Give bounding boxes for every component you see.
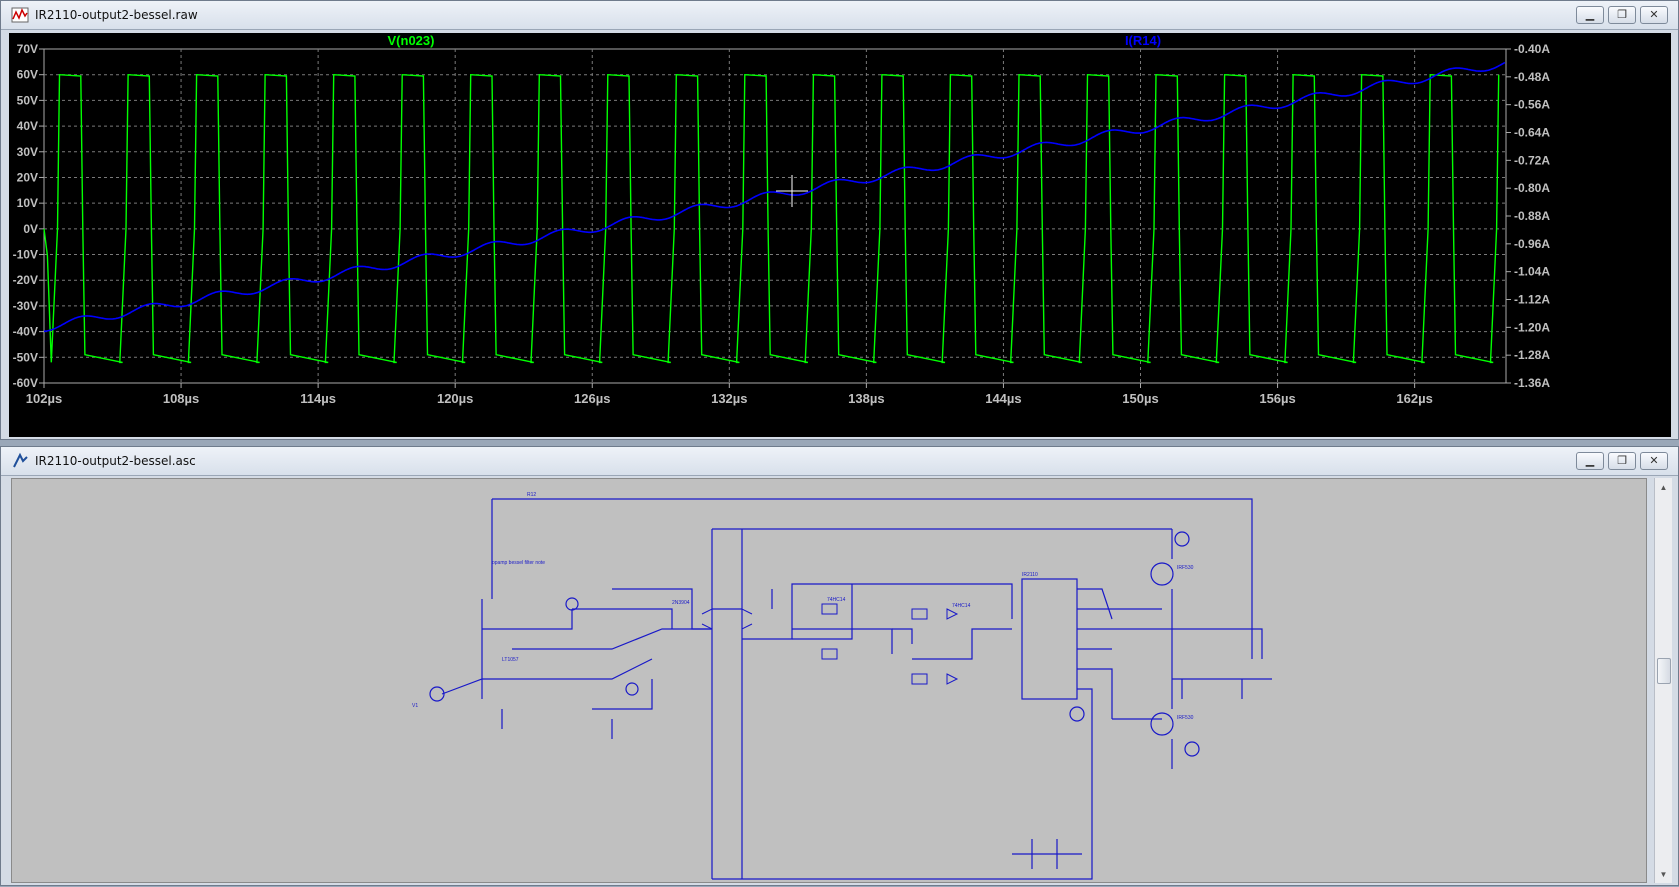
window-title: IR2110-output2-bessel.asc bbox=[35, 454, 196, 468]
x-tick-label: 120µs bbox=[437, 391, 473, 406]
current-trace-i-r14 bbox=[43, 61, 1506, 333]
y-left-tick-label: 0V bbox=[23, 222, 38, 236]
svg-text:LT1057: LT1057 bbox=[502, 657, 519, 663]
x-tick-label: 132µs bbox=[711, 391, 747, 406]
y-right-tick-label: -0.96A bbox=[1514, 237, 1550, 251]
y-left-tick-label: -30V bbox=[13, 299, 38, 313]
y-right-tick-label: -0.56A bbox=[1514, 98, 1550, 112]
y-left-tick-label: 70V bbox=[17, 42, 38, 56]
y-right-tick-label: -0.80A bbox=[1514, 181, 1550, 195]
schematic-window[interactable]: IR2110-output2-bessel.asc ▁ ❐ ✕ bbox=[0, 446, 1679, 886]
schematic-components bbox=[701, 603, 959, 685]
y-right-tick-label: -1.28A bbox=[1514, 348, 1550, 362]
y-left-tick-label: 40V bbox=[17, 119, 38, 133]
scrollbar-thumb[interactable] bbox=[1657, 658, 1671, 684]
x-tick-label: 138µs bbox=[848, 391, 884, 406]
x-tick-label: 114µs bbox=[300, 391, 336, 406]
svg-text:IR2110: IR2110 bbox=[1022, 572, 1038, 578]
svg-text:R12: R12 bbox=[527, 492, 536, 498]
svg-text:IRF530: IRF530 bbox=[1177, 715, 1194, 721]
y-right-tick-label: -1.36A bbox=[1514, 376, 1550, 390]
y-right-tick-label: -0.88A bbox=[1514, 209, 1550, 223]
x-tick-label: 144µs bbox=[985, 391, 1021, 406]
y-right-tick-label: -0.72A bbox=[1514, 153, 1550, 167]
y-left-tick-label: -10V bbox=[13, 248, 38, 262]
y-right-tick-label: -1.20A bbox=[1514, 320, 1550, 334]
y-left-tick-label: 30V bbox=[17, 145, 38, 159]
vertical-scrollbar[interactable]: ▲ ▼ bbox=[1654, 478, 1672, 883]
y-right-tick-label: -1.04A bbox=[1514, 265, 1550, 279]
schematic-wires bbox=[429, 498, 1272, 880]
maximize-button[interactable]: ❐ bbox=[1608, 6, 1636, 24]
svg-text:opamp bessel filter note: opamp bessel filter note bbox=[492, 560, 545, 566]
svg-text:74HC14: 74HC14 bbox=[952, 603, 971, 609]
svg-text:2N3904: 2N3904 bbox=[672, 600, 690, 606]
y-left-tick-label: -20V bbox=[13, 273, 38, 287]
trace-label-current: I(R14) bbox=[1125, 33, 1161, 48]
trace-label-voltage: V(n023) bbox=[388, 33, 435, 48]
maximize-button[interactable]: ❐ bbox=[1608, 452, 1636, 470]
svg-text:V1: V1 bbox=[412, 703, 418, 709]
x-tick-label: 102µs bbox=[26, 391, 62, 406]
window-title: IR2110-output2-bessel.raw bbox=[35, 8, 198, 22]
scroll-down-icon[interactable]: ▼ bbox=[1659, 869, 1668, 879]
x-tick-label: 156µs bbox=[1259, 391, 1295, 406]
x-tick-label: 162µs bbox=[1396, 391, 1432, 406]
minimize-button[interactable]: ▁ bbox=[1576, 6, 1604, 24]
voltage-trace-v-n023 bbox=[43, 73, 1500, 364]
minimize-button[interactable]: ▁ bbox=[1576, 452, 1604, 470]
schematic-drawing[interactable]: R12 opamp bessel filter note 2N3904 IR21… bbox=[12, 479, 1646, 882]
y-left-tick-label: -50V bbox=[13, 350, 38, 364]
waveform-icon bbox=[11, 7, 29, 23]
close-button[interactable]: ✕ bbox=[1640, 6, 1668, 24]
svg-text:74HC14: 74HC14 bbox=[827, 597, 846, 603]
waveform-chart[interactable]: 102µs 108µs 114µs 120µs 126µs 132µs 138µs 144µs… bbox=[9, 33, 1671, 437]
y-left-tick-label: -60V bbox=[13, 376, 38, 390]
y-left-tick-label: 10V bbox=[17, 196, 38, 210]
schematic-window-titlebar[interactable]: IR2110-output2-bessel.asc ▁ ❐ ✕ bbox=[1, 447, 1678, 476]
y-left-tick-label: 20V bbox=[17, 170, 38, 184]
waveform-window[interactable]: IR2110-output2-bessel.raw ▁ ❐ ✕ 102µs 108… bbox=[0, 0, 1679, 440]
svg-text:IRF530: IRF530 bbox=[1177, 565, 1194, 571]
x-tick-label: 108µs bbox=[163, 391, 199, 406]
y-left-tick-label: 50V bbox=[17, 93, 38, 107]
x-tick-label: 150µs bbox=[1122, 391, 1158, 406]
y-left-tick-label: -40V bbox=[13, 325, 38, 339]
y-right-tick-label: -0.64A bbox=[1514, 126, 1550, 140]
y-right-tick-label: -1.12A bbox=[1514, 293, 1550, 307]
y-left-tick-label: 60V bbox=[17, 68, 38, 82]
x-tick-label: 126µs bbox=[574, 391, 610, 406]
schematic-icon bbox=[13, 452, 28, 468]
scroll-up-icon[interactable]: ▲ bbox=[1659, 482, 1668, 492]
schematic-part-labels: R12 opamp bessel filter note 2N3904 IR21… bbox=[412, 492, 1194, 721]
waveform-plot[interactable]: 102µs 108µs 114µs 120µs 126µs 132µs 138µs 144µs… bbox=[9, 33, 1671, 437]
schematic-canvas[interactable]: R12 opamp bessel filter note 2N3904 IR21… bbox=[11, 478, 1647, 883]
y-right-tick-label: -0.40A bbox=[1514, 42, 1550, 56]
waveform-window-titlebar[interactable]: IR2110-output2-bessel.raw ▁ ❐ ✕ bbox=[1, 1, 1678, 30]
y-right-tick-label: -0.48A bbox=[1514, 70, 1550, 84]
close-button[interactable]: ✕ bbox=[1640, 452, 1668, 470]
